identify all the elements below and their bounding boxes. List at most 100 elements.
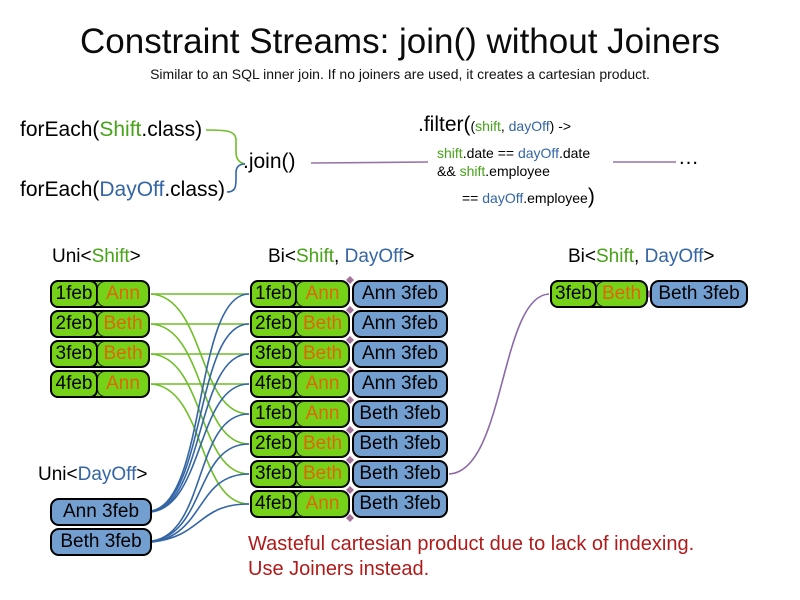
code-text: forEach( xyxy=(20,118,100,141)
bi-dayoff-cell: Beth 3feb xyxy=(352,460,448,488)
purple-result-link xyxy=(448,293,550,475)
code-dayoff-arg: dayOff xyxy=(482,190,524,206)
shift-employee-cell: Beth xyxy=(97,311,149,337)
blue-link-curve xyxy=(150,293,250,512)
blue-link-curve xyxy=(150,323,250,512)
code-text: .filter( xyxy=(418,113,471,136)
shift-date-cell: 4feb xyxy=(50,370,98,398)
shift-date-cell: 2feb xyxy=(250,310,297,338)
join-to-filter-line xyxy=(310,161,429,164)
code-text: .employee xyxy=(485,163,550,179)
shift-employee-cell: Beth xyxy=(296,461,349,487)
code-filter-line4: == dayOff.employee) xyxy=(462,185,595,209)
blue-link-curve xyxy=(150,353,250,513)
code-text: .date == xyxy=(462,145,518,161)
code-text: .class) xyxy=(141,118,203,141)
shift-date-cell: 3feb xyxy=(250,460,297,488)
bi-dayoff-cell: Ann 3feb xyxy=(352,280,448,308)
bi-dayoff-cell: Beth 3feb xyxy=(352,400,448,428)
blue-link-curve xyxy=(151,413,250,542)
shift-employee-cell: Beth xyxy=(296,341,349,367)
shift-date-cell: 4feb xyxy=(250,370,297,398)
code-foreach-dayoff: forEach(DayOff.class) xyxy=(20,178,225,202)
code-ellipsis: … xyxy=(678,146,699,169)
shift-date-cell: 4feb xyxy=(250,490,297,518)
uni-shift-label: Uni<Shift> xyxy=(52,246,141,267)
blue-link-curve xyxy=(151,443,250,542)
brace-shift-curve xyxy=(205,129,246,165)
shift-employee-cell: Ann xyxy=(296,281,349,307)
code-filter-line1: .filter((shift, dayOff) -> xyxy=(418,113,571,137)
shift-employee-cell: Beth xyxy=(296,311,349,337)
code-shift-arg: shift xyxy=(437,145,463,161)
bi-dayoff-cell: Beth 3feb xyxy=(352,430,448,458)
shift-employee-cell: Ann xyxy=(296,491,349,517)
uni-dayoff-row: Ann 3feb xyxy=(50,498,152,526)
shift-employee-cell: Ann xyxy=(296,401,349,427)
code-text: ( xyxy=(470,118,476,134)
result-dayoff-cell: Beth 3feb xyxy=(650,280,748,308)
bi-dayoff-cell: Ann 3feb xyxy=(352,340,448,368)
shift-date-cell: 3feb xyxy=(50,340,98,368)
shift-employee-cell: Beth xyxy=(97,341,149,367)
code-join: .join() xyxy=(243,150,296,173)
code-shift-arg: shift xyxy=(475,118,501,134)
shift-date-cell: 2feb xyxy=(50,310,98,338)
code-text: ) -> xyxy=(549,118,572,134)
shift-date-cell: 2feb xyxy=(250,430,297,458)
page-title: Constraint Streams: join() without Joine… xyxy=(80,22,720,61)
blue-link-curve xyxy=(151,473,250,543)
code-text: .employee xyxy=(523,190,588,206)
warning-text: Wasteful cartesian product due to lack o… xyxy=(248,532,694,582)
shift-date-cell: 1feb xyxy=(50,280,98,308)
shift-date-cell: 3feb xyxy=(250,340,297,368)
warning-line1: Wasteful cartesian product due to lack o… xyxy=(248,533,695,555)
bi-dayoff-cell: Ann 3feb xyxy=(352,310,448,338)
shift-date-cell: 1feb xyxy=(250,400,297,428)
code-filter-line2: shift.date == dayOff.date xyxy=(437,145,590,161)
green-link-curve xyxy=(150,293,250,415)
code-foreach-shift: forEach(Shift.class) xyxy=(20,118,202,142)
code-text: == xyxy=(462,190,483,206)
bi-dayoff-cell: Ann 3feb xyxy=(352,370,448,398)
code-text: .date xyxy=(558,145,591,161)
blue-link-curve xyxy=(150,383,250,513)
bi-shift-dayoff-label: Bi<Shift, DayOff> xyxy=(268,246,415,267)
bi-result-label: Bi<Shift, DayOff> xyxy=(568,246,715,267)
brace-dayoff-curve xyxy=(226,163,246,193)
bi-dayoff-cell: Beth 3feb xyxy=(352,490,448,518)
code-text: && xyxy=(437,163,460,179)
code-shift-class: Shift xyxy=(99,118,142,141)
shift-employee-cell: Beth xyxy=(296,431,349,457)
code-text: , xyxy=(500,118,509,134)
uni-dayoff-label: Uni<DayOff> xyxy=(38,464,148,485)
code-filter-line3: && shift.employee xyxy=(437,163,550,179)
uni-dayoff-row: Beth 3feb xyxy=(50,528,152,556)
connector-diamonds xyxy=(346,276,653,522)
code-dayoff-class: DayOff xyxy=(99,178,165,201)
green-link-curve xyxy=(150,323,250,445)
code-text: .class) xyxy=(164,178,226,201)
code-text: ) xyxy=(587,185,595,208)
shift-employee-cell: Ann xyxy=(97,281,149,307)
warning-line2: Use Joiners instead. xyxy=(248,558,430,580)
code-dayoff-arg: dayOff xyxy=(517,145,559,161)
blue-link-curve xyxy=(151,503,250,543)
code-text: forEach( xyxy=(20,178,100,201)
shift-employee-cell: Beth xyxy=(596,281,647,307)
code-dayoff-arg: dayOff xyxy=(508,118,550,134)
page-subtitle: Similar to an SQL inner join. If no join… xyxy=(150,66,650,82)
